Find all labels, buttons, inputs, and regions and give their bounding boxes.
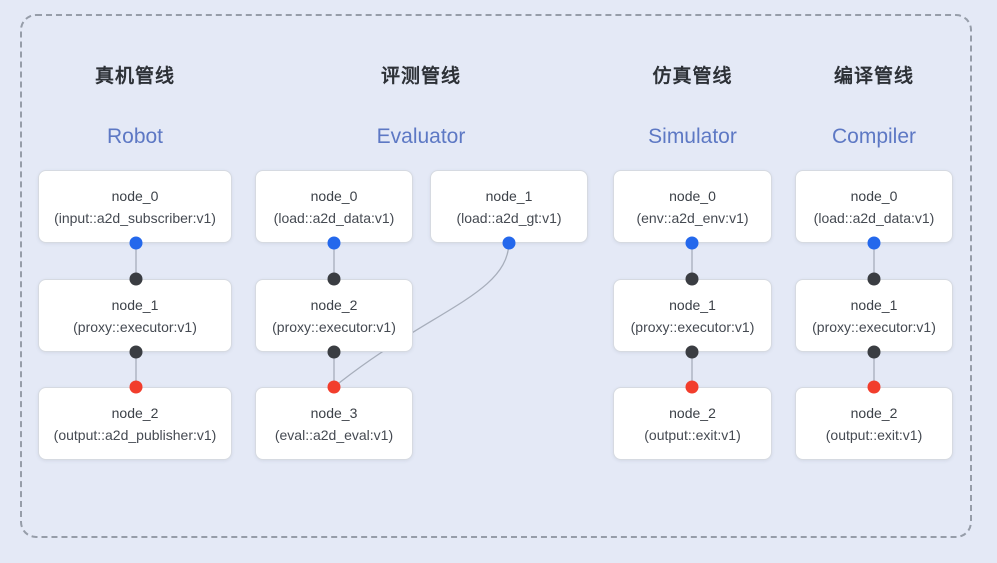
node-type: (proxy::executor:v1) — [272, 318, 396, 335]
evaluator-node-3: node_3 (eval::a2d_eval:v1) — [255, 387, 413, 460]
pipeline-title-cn-robot: 真机管线 — [94, 66, 175, 87]
output-port-dot — [327, 236, 341, 250]
compiler-node-0: node_0 (load::a2d_data:v1) — [795, 170, 953, 243]
node-name: node_3 — [310, 404, 358, 421]
pipeline-title-en-compiler: Compiler — [831, 125, 917, 148]
compiler-node-2: node_2 (output::exit:v1) — [795, 387, 953, 460]
node-name: node_0 — [669, 187, 716, 204]
input-port-dot — [129, 272, 143, 286]
pipeline-title-cn-simulator: 仿真管线 — [652, 66, 733, 87]
node-name: node_1 — [111, 296, 159, 313]
simulator-node-0: node_0 (env::a2d_env:v1) — [613, 170, 772, 243]
node-name: node_1 — [669, 296, 716, 313]
node-type: (load::a2d_data:v1) — [273, 209, 395, 226]
evaluator-node-2: node_2 (proxy::executor:v1) — [255, 279, 413, 352]
output-port-dot — [867, 345, 881, 359]
input-port-dot — [327, 380, 341, 394]
robot-node-2: node_2 (output::a2d_publisher:v1) — [38, 387, 232, 460]
node-type: (output::exit:v1) — [825, 426, 923, 443]
node-name: node_0 — [310, 187, 358, 204]
input-port-dot — [685, 380, 699, 394]
input-port-dot — [129, 380, 143, 394]
compiler-node-1: node_1 (proxy::executor:v1) — [795, 279, 953, 352]
node-type: (proxy::executor:v1) — [812, 318, 936, 335]
evaluator-node-1: node_1 (load::a2d_gt:v1) — [430, 170, 588, 243]
robot-node-1: node_1 (proxy::executor:v1) — [38, 279, 232, 352]
node-type: (output::a2d_publisher:v1) — [53, 426, 217, 443]
node-name: node_1 — [850, 296, 898, 313]
output-port-dot — [685, 236, 699, 250]
node-name: node_2 — [111, 404, 159, 421]
node-type: (load::a2d_data:v1) — [813, 209, 935, 226]
node-type: (output::exit:v1) — [644, 426, 741, 443]
node-type: (proxy::executor:v1) — [73, 318, 197, 335]
output-port-dot — [327, 345, 341, 359]
pipeline-title-en-simulator: Simulator — [648, 125, 737, 148]
pipeline-title-en-evaluator: Evaluator — [376, 125, 466, 148]
node-type: (eval::a2d_eval:v1) — [274, 426, 394, 443]
node-name: node_2 — [310, 296, 358, 313]
input-port-dot — [327, 272, 341, 286]
pipeline-title-cn-evaluator: 评测管线 — [380, 66, 461, 87]
pipeline-title-cn-compiler: 编译管线 — [833, 66, 914, 87]
dashed-frame — [20, 14, 972, 538]
node-name: node_2 — [669, 404, 716, 421]
evaluator-node-0: node_0 (load::a2d_data:v1) — [255, 170, 413, 243]
output-port-dot — [129, 236, 143, 250]
output-port-dot — [685, 345, 699, 359]
node-type: (input::a2d_subscriber:v1) — [54, 209, 216, 226]
node-type: (env::a2d_env:v1) — [636, 209, 749, 226]
node-name: node_1 — [485, 187, 533, 204]
simulator-node-2: node_2 (output::exit:v1) — [613, 387, 772, 460]
input-port-dot — [867, 272, 881, 286]
node-name: node_0 — [111, 187, 159, 204]
node-name: node_0 — [850, 187, 898, 204]
input-port-dot — [867, 380, 881, 394]
robot-node-0: node_0 (input::a2d_subscriber:v1) — [38, 170, 232, 243]
node-type: (load::a2d_gt:v1) — [456, 209, 562, 226]
output-port-dot — [129, 345, 143, 359]
simulator-node-1: node_1 (proxy::executor:v1) — [613, 279, 772, 352]
pipeline-title-en-robot: Robot — [106, 125, 164, 148]
node-name: node_2 — [850, 404, 898, 421]
output-port-dot — [867, 236, 881, 250]
node-type: (proxy::executor:v1) — [630, 318, 755, 335]
output-port-dot — [502, 236, 516, 250]
input-port-dot — [685, 272, 699, 286]
edge-eval-n1-n3 — [333, 242, 510, 388]
